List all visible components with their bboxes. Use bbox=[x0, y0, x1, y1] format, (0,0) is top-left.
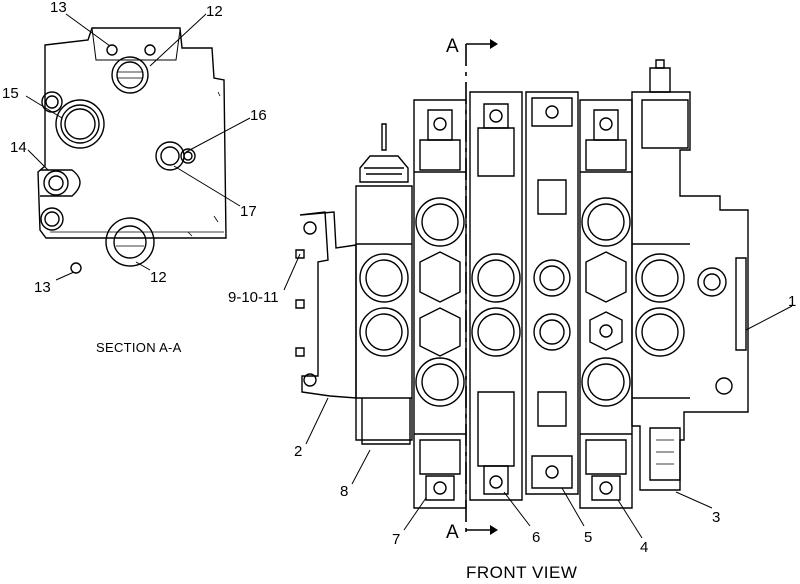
callout-13-bottom: 13 bbox=[34, 279, 51, 296]
callout-2: 2 bbox=[294, 443, 302, 460]
callout-3: 3 bbox=[712, 509, 720, 526]
callout-17: 17 bbox=[240, 203, 257, 220]
front-view-drawing bbox=[295, 59, 749, 509]
callout-1: 1 bbox=[788, 293, 796, 310]
callout-9-10-11: 9-10-11 bbox=[228, 289, 279, 306]
section-a-a-caption: SECTION A-A bbox=[96, 340, 182, 355]
callout-7: 7 bbox=[392, 531, 400, 548]
front-view-caption: FRONT VIEW bbox=[466, 563, 577, 582]
callout-14: 14 bbox=[10, 139, 27, 156]
section-cut-line bbox=[465, 39, 498, 536]
callout-5: 5 bbox=[584, 529, 592, 546]
callout-4: 4 bbox=[640, 539, 648, 556]
callout-12-top: 12 bbox=[206, 3, 223, 20]
callout-15: 15 bbox=[2, 85, 19, 102]
callout-16: 16 bbox=[250, 107, 267, 124]
section-marker-top: A bbox=[446, 36, 459, 57]
callout-8: 8 bbox=[340, 483, 348, 500]
callout-13-top: 13 bbox=[50, 0, 67, 16]
section-a-a-drawing bbox=[37, 27, 227, 274]
section-marker-bottom: A bbox=[446, 522, 459, 543]
callout-12-bottom: 12 bbox=[150, 269, 167, 286]
leader-lines bbox=[25, 13, 793, 539]
callout-6: 6 bbox=[532, 529, 540, 546]
